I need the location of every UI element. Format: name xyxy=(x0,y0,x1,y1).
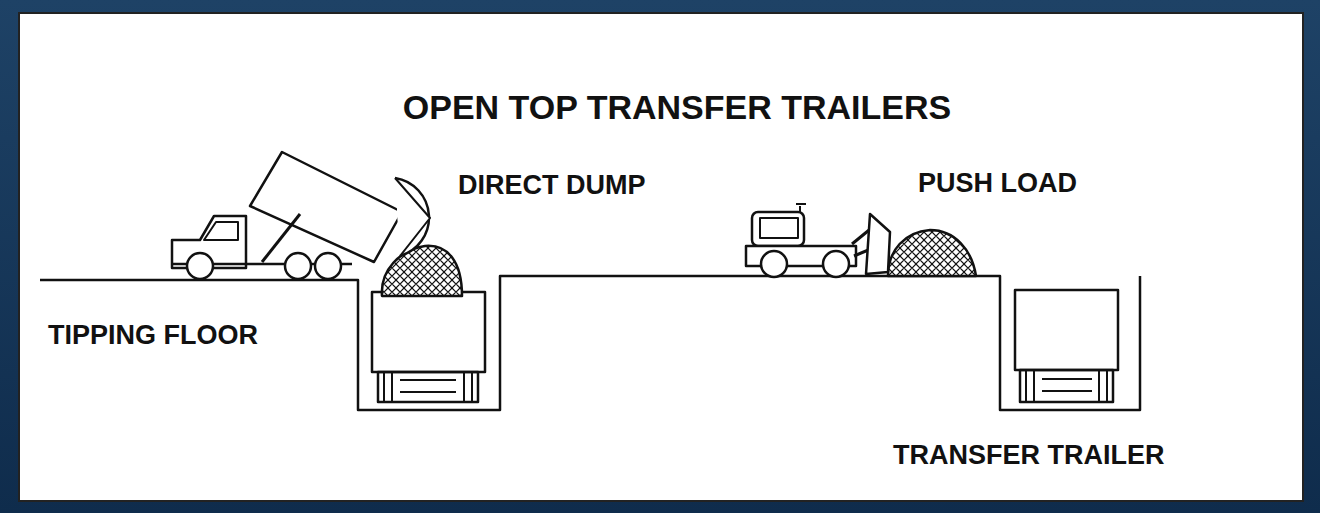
transfer-trailer xyxy=(1015,290,1118,402)
dump-truck xyxy=(172,152,430,279)
trailer-label: TRANSFER TRAILER xyxy=(893,442,1165,469)
garbage-pile xyxy=(888,230,976,276)
stage-label: DIRECT DUMP xyxy=(458,172,646,199)
stage-label: PUSH LOAD xyxy=(918,170,1077,197)
tipping-floor xyxy=(40,276,1140,410)
floor-label: TIPPING FLOOR xyxy=(48,322,258,349)
diagram-title: OPEN TOP TRANSFER TRAILERS xyxy=(403,90,951,124)
garbage-pile xyxy=(382,246,462,296)
front-loader xyxy=(746,204,890,277)
transfer-trailer xyxy=(372,292,485,402)
